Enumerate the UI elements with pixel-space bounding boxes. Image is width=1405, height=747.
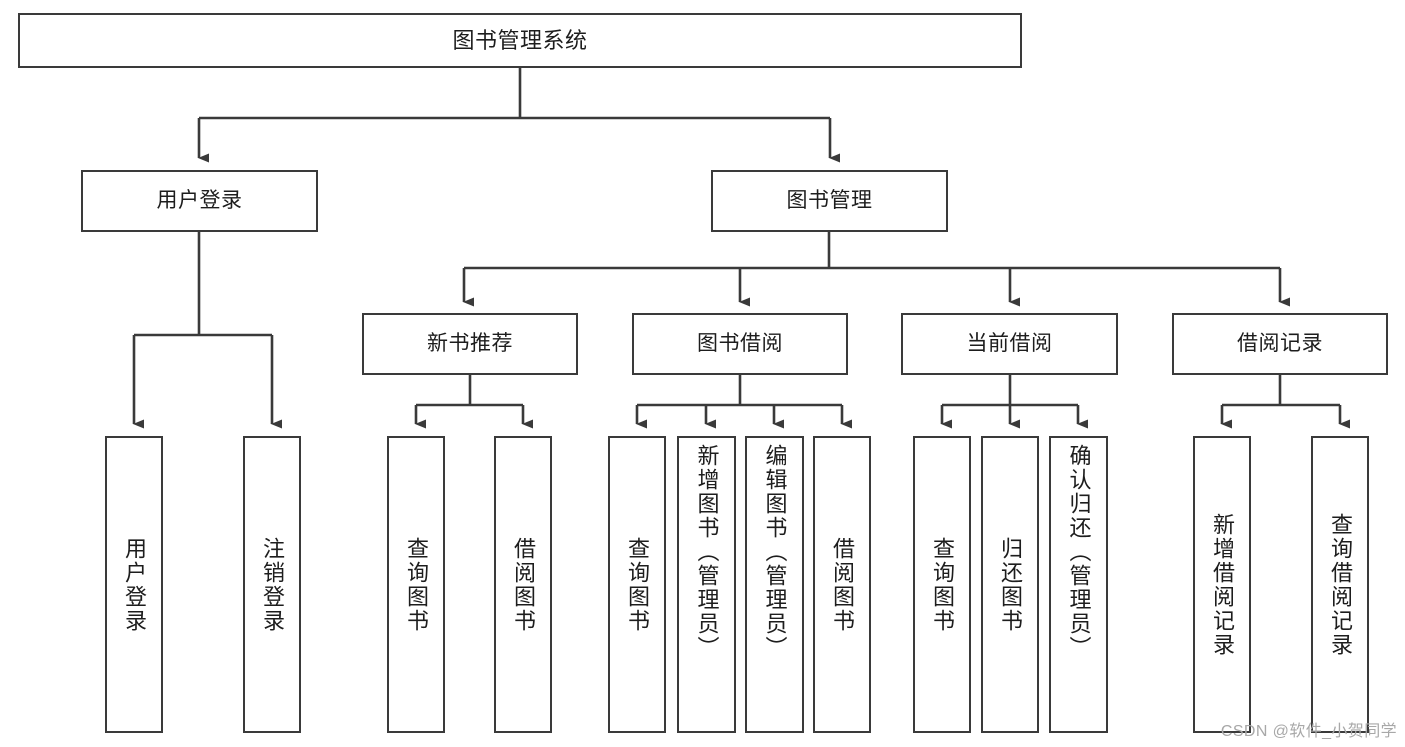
node-book-management[interactable]: 图书管理: [711, 170, 948, 232]
node-label: 查询借阅记录: [1327, 512, 1353, 657]
node-new-book-recommend[interactable]: 新书推荐: [362, 313, 578, 375]
leaf-book-borrow-add-book-admin[interactable]: 新增图书（管理员）: [677, 436, 736, 733]
node-label: 借阅图书: [829, 536, 855, 633]
leaf-new-book-query-book[interactable]: 查询图书: [387, 436, 445, 733]
node-label: 新增借阅记录: [1209, 512, 1235, 657]
node-label: 编辑图书（管理员）: [762, 444, 788, 660]
node-label: 新书推荐: [427, 331, 513, 355]
leaf-book-borrow-query-book[interactable]: 查询图书: [608, 436, 666, 733]
node-label: 借阅记录: [1237, 331, 1323, 355]
leaf-borrow-record-query-record[interactable]: 查询借阅记录: [1311, 436, 1369, 733]
leaf-borrow-record-add-record[interactable]: 新增借阅记录: [1193, 436, 1251, 733]
node-label: 当前借阅: [966, 331, 1053, 355]
node-label: 用户登录: [121, 536, 147, 633]
node-user-login[interactable]: 用户登录: [81, 170, 318, 232]
node-root-book-management-system[interactable]: 图书管理系统: [18, 13, 1022, 68]
leaf-current-borrow-confirm-return-admin[interactable]: 确认归还（管理员）: [1049, 436, 1108, 733]
leaf-current-borrow-return-book[interactable]: 归还图书: [981, 436, 1039, 733]
node-borrow-record[interactable]: 借阅记录: [1172, 313, 1388, 375]
node-book-borrow[interactable]: 图书借阅: [632, 313, 848, 375]
leaf-book-borrow-borrow-book[interactable]: 借阅图书: [813, 436, 871, 733]
node-label: 确认归还（管理员）: [1066, 444, 1092, 660]
leaf-user-login-logout[interactable]: 注销登录: [243, 436, 301, 733]
watermark: CSDN @软件_小贺同学: [1220, 723, 1397, 740]
node-label: 查询图书: [929, 536, 955, 633]
node-label: 注销登录: [259, 536, 285, 633]
node-current-borrow[interactable]: 当前借阅: [901, 313, 1118, 375]
leaf-user-login-login[interactable]: 用户登录: [105, 436, 163, 733]
node-label: 借阅图书: [510, 536, 536, 633]
node-label: 归还图书: [997, 536, 1023, 633]
node-label: 用户登录: [156, 188, 243, 212]
leaf-new-book-borrow-book[interactable]: 借阅图书: [494, 436, 552, 733]
node-label: 查询图书: [403, 536, 429, 633]
leaf-current-borrow-query-book[interactable]: 查询图书: [913, 436, 971, 733]
node-label: 新增图书（管理员）: [694, 444, 720, 660]
leaf-book-borrow-edit-book-admin[interactable]: 编辑图书（管理员）: [745, 436, 804, 733]
node-label: 图书借阅: [697, 331, 783, 355]
node-label: 图书管理系统: [452, 27, 588, 53]
node-label: 查询图书: [624, 536, 650, 633]
node-label: 图书管理: [786, 188, 873, 212]
